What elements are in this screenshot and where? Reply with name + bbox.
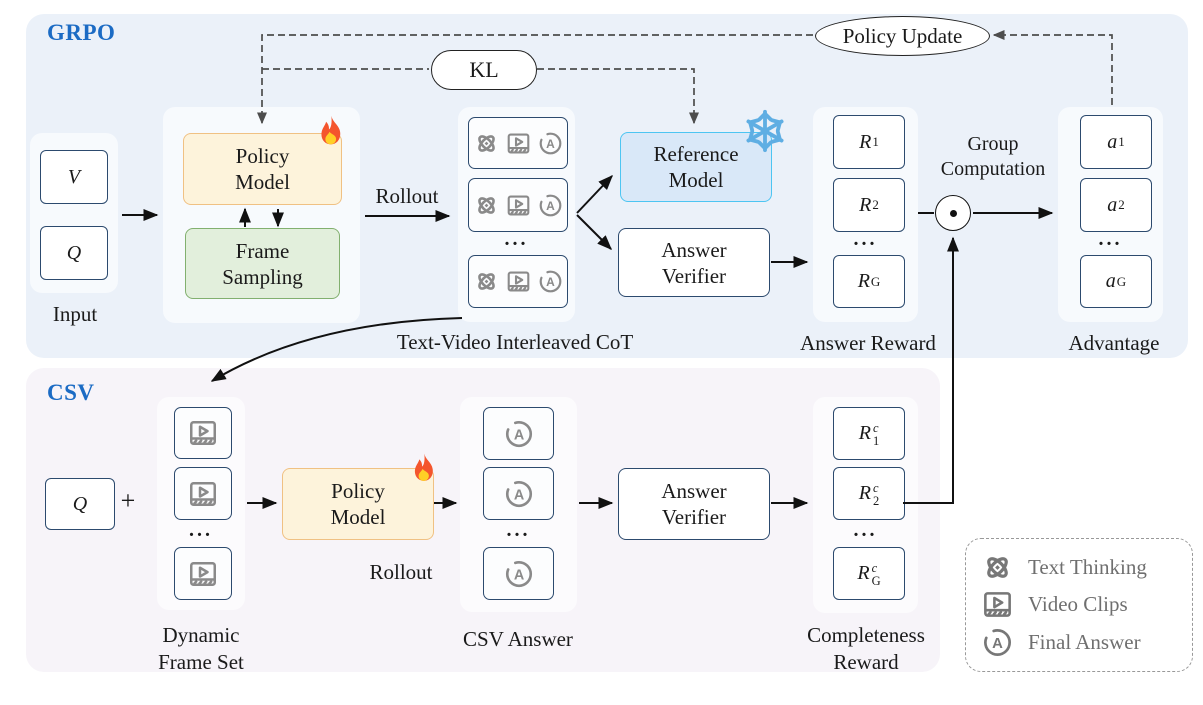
completeness-ellipsis: ... xyxy=(853,519,878,541)
question-input-box-csv: Q xyxy=(45,478,115,530)
video-clips-icon xyxy=(188,418,218,448)
csv-answer-box-2 xyxy=(483,467,554,520)
snowflake-icon xyxy=(742,108,788,154)
input-label: Input xyxy=(52,302,98,326)
kl-node: KL xyxy=(431,50,537,90)
video-clips-icon xyxy=(982,589,1013,620)
video-clips-icon xyxy=(506,269,531,294)
video-clips-icon xyxy=(506,131,531,156)
final-answer-icon xyxy=(538,193,563,218)
cot-ellipsis: ... xyxy=(504,228,529,250)
cot-sample-2 xyxy=(468,178,568,232)
advantage-label: Advantage xyxy=(1068,331,1160,355)
elementwise-product-icon xyxy=(935,195,971,231)
text-thinking-icon xyxy=(982,552,1013,583)
video-input-box: V xyxy=(40,150,108,204)
video-clips-icon xyxy=(188,559,218,589)
rollout-label-csv: Rollout xyxy=(369,560,433,584)
csv-answer-box-g xyxy=(483,547,554,600)
cot-sample-1 xyxy=(468,117,568,169)
reward-ellipsis: ... xyxy=(853,228,878,250)
reference-model-box: Reference Model xyxy=(620,132,772,202)
final-answer-icon xyxy=(538,131,563,156)
frame-box-1 xyxy=(174,407,232,459)
grpo-panel-title: GRPO xyxy=(47,20,116,45)
cot-label: Text-Video Interleaved CoT xyxy=(396,330,634,354)
text-thinking-icon xyxy=(474,269,499,294)
answer-verifier-box-grpo: Answer Verifier xyxy=(618,228,770,297)
dynamic-frame-set-label: Dynamic Frame Set xyxy=(158,623,244,674)
video-clips-icon xyxy=(506,193,531,218)
final-answer-icon xyxy=(504,419,534,449)
csv-answer-label: CSV Answer xyxy=(463,627,573,651)
csv-answer-box-1 xyxy=(483,407,554,460)
frame-box-n xyxy=(174,547,232,600)
text-thinking-icon xyxy=(474,193,499,218)
final-answer-icon xyxy=(504,479,534,509)
legend-item-text-thinking: Text Thinking xyxy=(982,552,1192,583)
csv-answer-ellipsis: ... xyxy=(506,519,531,541)
question-input-box: Q xyxy=(40,226,108,280)
video-clips-icon xyxy=(188,479,218,509)
flame-icon xyxy=(404,446,444,496)
policy-model-box-csv: Policy Model xyxy=(282,468,434,540)
legend-item-final-answer: Final Answer xyxy=(982,627,1192,658)
final-answer-icon xyxy=(982,627,1013,658)
advantage-ellipsis: ... xyxy=(1098,228,1123,250)
frame-box-2 xyxy=(174,467,232,520)
group-computation-label: Group Computation xyxy=(940,133,1046,180)
csv-panel-title: CSV xyxy=(47,380,95,405)
policy-update-node: Policy Update xyxy=(815,16,990,56)
flame-icon xyxy=(310,108,352,160)
final-answer-icon xyxy=(538,269,563,294)
legend: Text Thinking Video Clips Final Answer xyxy=(965,538,1193,672)
final-answer-icon xyxy=(504,559,534,589)
answer-verifier-box-csv: Answer Verifier xyxy=(618,468,770,540)
legend-item-video-clips: Video Clips xyxy=(982,589,1192,620)
completeness-reward-label: Completeness Reward xyxy=(807,623,925,674)
rollout-label-grpo: Rollout xyxy=(375,184,439,208)
frame-sampling-box: Frame Sampling xyxy=(185,228,340,299)
text-thinking-icon xyxy=(474,131,499,156)
policy-model-box: Policy Model xyxy=(183,133,342,205)
frame-ellipsis: ... xyxy=(189,519,213,541)
plus-sign: + xyxy=(120,486,136,515)
cot-sample-g xyxy=(468,255,568,308)
answer-reward-label: Answer Reward xyxy=(800,331,936,355)
